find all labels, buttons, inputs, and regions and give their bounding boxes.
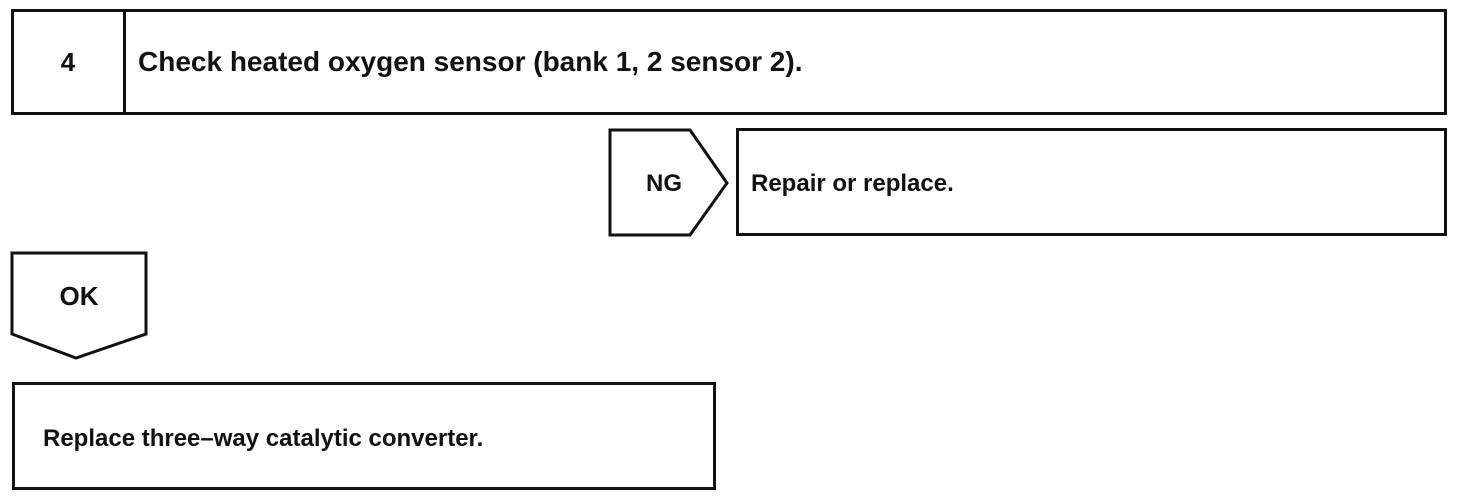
ok-action-box	[12, 382, 716, 490]
ng-label: NG	[646, 170, 682, 197]
ok-action-text: Replace three–way catalytic converter.	[43, 425, 484, 452]
ok-label: OK	[59, 281, 99, 311]
ok-arrow-outline	[10, 251, 148, 360]
ng-action-box	[736, 128, 1447, 236]
step-number: 4	[60, 47, 76, 77]
step-divider	[123, 9, 126, 115]
ng-action-text: Repair or replace.	[751, 170, 954, 197]
ng-arrow-outline	[608, 128, 729, 237]
step-box	[11, 9, 1447, 115]
step-title: Check heated oxygen sensor (bank 1, 2 se…	[138, 46, 803, 77]
